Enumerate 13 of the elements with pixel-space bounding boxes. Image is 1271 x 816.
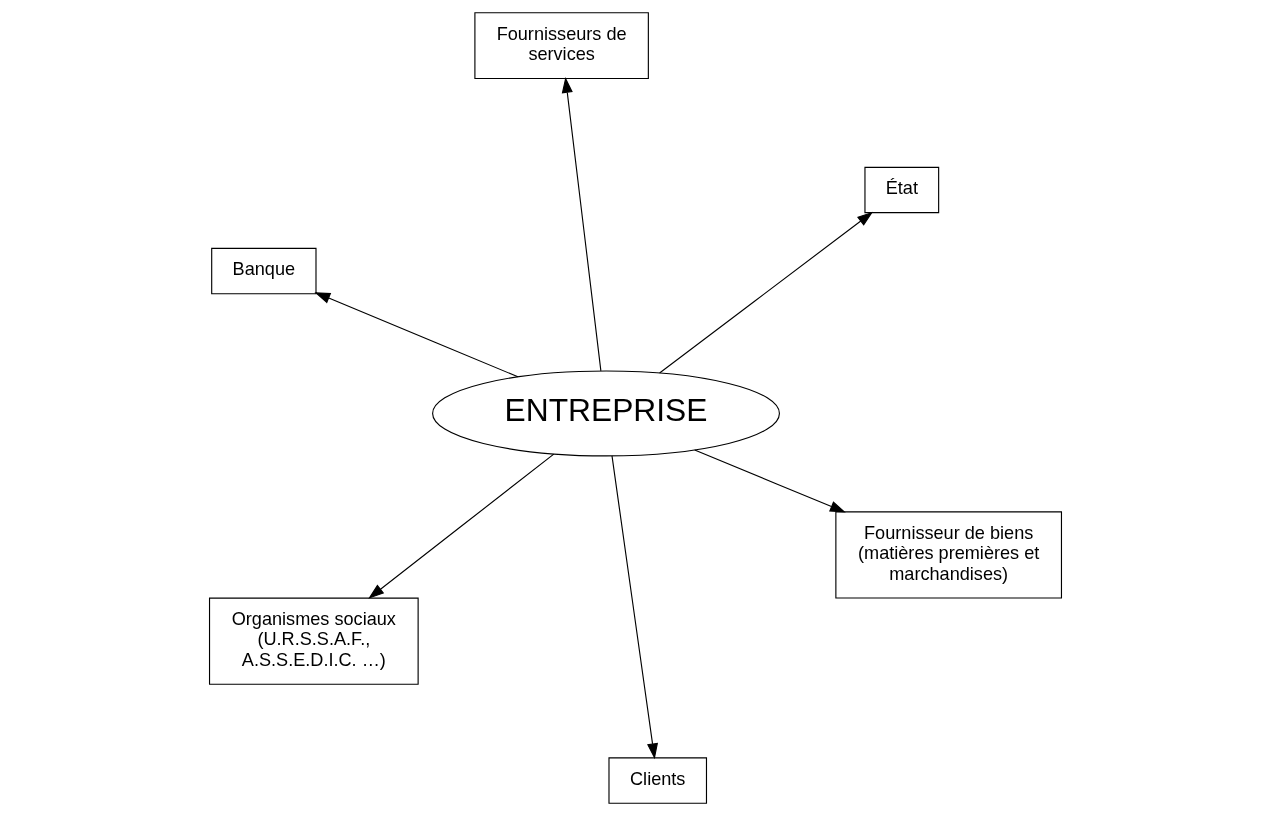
arrow [314, 292, 519, 378]
node-box: Fournisseurs de services [474, 12, 649, 80]
node-box: Organismes sociaux (U.R.S.S.A.F., A.S.S.E.D.I.C. …) [208, 597, 419, 685]
node-box: Banque [211, 247, 317, 295]
arrow [694, 449, 846, 513]
arrow [561, 76, 602, 372]
node-box: État [864, 166, 940, 214]
node-ellipse: ENTREPRISE [432, 370, 780, 457]
arrow [368, 453, 555, 599]
arrow [611, 455, 659, 760]
node-box: Clients [608, 757, 708, 804]
arrow [659, 211, 874, 374]
node-box: Fournisseur de biens (matières premières et marchandises) [835, 511, 1063, 599]
